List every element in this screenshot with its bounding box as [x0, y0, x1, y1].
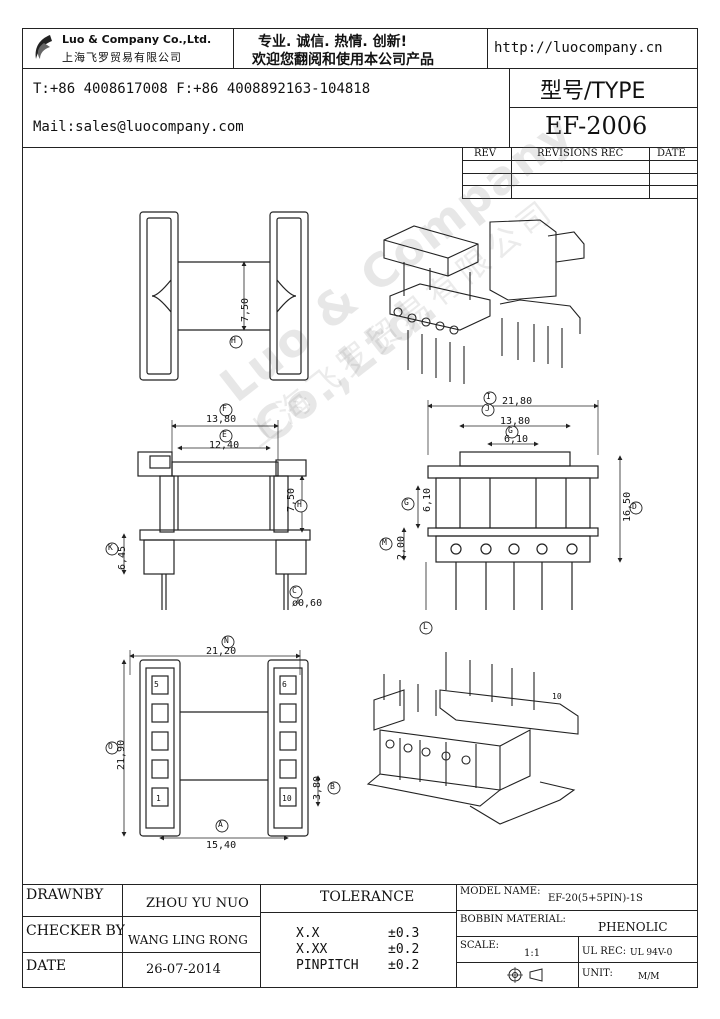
header-divider — [233, 28, 234, 68]
company-logo-icon — [30, 33, 56, 61]
pin-label: 1 — [156, 794, 161, 803]
tolerance-value: ±0.2 — [388, 958, 420, 973]
checker-label: CHECKER BY — [26, 923, 125, 939]
iso-pin-label: 10 — [552, 692, 562, 701]
dim-front-h: 7,50 — [286, 487, 297, 512]
tolerance-value: ±0.2 — [388, 942, 420, 957]
header-bottom-rule — [22, 147, 698, 148]
date-header: DATE — [657, 148, 686, 159]
date-label: DATE — [26, 958, 67, 974]
drawnby-label: DRAWNBY — [26, 887, 104, 903]
dim-front-k: 6,45 — [117, 545, 128, 570]
marker-label: C — [292, 586, 297, 595]
phone-fax-line: T:+86 4008617008 F:+86 4008892163-104818 — [33, 81, 371, 97]
dim-bottom-a: 15,40 — [206, 840, 237, 851]
revisions-rec-header: REVISIONS REC — [537, 148, 624, 159]
dim-side-j: 13,80 — [500, 416, 531, 427]
marker-label: L — [423, 622, 428, 631]
website-link[interactable]: http://luocompany.cn — [494, 40, 663, 56]
marker-label: H — [297, 500, 302, 509]
unit-value: M/M — [638, 972, 660, 982]
dim-side-m: 2,00 — [396, 535, 407, 560]
header-divider — [487, 28, 488, 68]
model-label: MODEL NAME: — [460, 886, 541, 897]
isometric-view-top — [383, 219, 585, 384]
marker-label: O — [108, 742, 113, 751]
dim-side-g2: 6,10 — [422, 487, 433, 512]
dim-side-i: 21,80 — [502, 396, 533, 407]
dim-side-g: 6,10 — [504, 434, 529, 445]
checker-value: WANG LING RONG — [128, 933, 248, 947]
dim-front-f: 13,80 — [206, 414, 237, 425]
marker-label: G — [508, 426, 513, 435]
type-value: EF-2006 — [545, 112, 648, 140]
dim-bottom-n: 21,20 — [206, 646, 237, 657]
marker-label: J — [485, 404, 490, 413]
marker-label: A — [218, 820, 223, 829]
projection-symbol-icon — [506, 966, 550, 984]
marker-h-top — [229, 335, 243, 349]
marker-label: F — [222, 404, 227, 413]
email-line[interactable]: Mail:sales@luocompany.com — [33, 119, 244, 135]
tolerance-value: ±0.3 — [388, 926, 420, 941]
company-name-en: Luo & Company Co.,Ltd. — [62, 33, 212, 46]
pin-label: 6 — [282, 680, 287, 689]
marker-label: M — [382, 538, 387, 547]
pin-label: 5 — [154, 680, 159, 689]
dim-front-c: ø0,60 — [292, 598, 323, 609]
marker-label: I — [486, 392, 491, 401]
marker-label: D — [632, 502, 637, 511]
tolerance-key: PINPITCH — [296, 958, 359, 973]
side-view — [401, 400, 623, 610]
material-value: PHENOLIC — [598, 920, 668, 934]
model-value: EF-20(5+5PIN)-1S — [548, 893, 643, 904]
dim-bottom-b: 3,80 — [312, 775, 323, 800]
technical-drawing — [105, 211, 643, 841]
marker-label: B — [330, 782, 335, 791]
marker-label: K — [108, 543, 113, 552]
slogan-line1: 专业. 诚信. 热情. 创新! — [258, 34, 407, 50]
type-label: 型号/TYPE — [540, 79, 646, 104]
slogan-line2: 欢迎您翻阅和使用本公司产品 — [252, 52, 434, 68]
type-rule — [509, 107, 698, 108]
dim-front-e: 12,40 — [209, 440, 240, 451]
material-label: BOBBIN MATERIAL: — [460, 914, 566, 925]
drawing-frame — [22, 28, 698, 988]
rev-header: REV — [474, 148, 497, 159]
tolerance-key: X.X — [296, 926, 320, 941]
scale-value: 1:1 — [524, 948, 541, 959]
top-view — [139, 211, 309, 381]
marker-label: H — [231, 336, 236, 345]
tolerance-label: TOLERANCE — [320, 889, 415, 905]
header-rule — [22, 68, 698, 69]
dim-top-h: 7,50 — [240, 297, 251, 322]
drawnby-value: ZHOU YU NUO — [146, 896, 249, 911]
isometric-view-bottom — [366, 652, 579, 825]
unit-label: UNIT: — [582, 968, 613, 979]
ul-label: UL REC: — [582, 946, 627, 957]
marker-label: N — [224, 636, 229, 645]
dim-bottom-o: 21,90 — [116, 739, 127, 770]
scale-label: SCALE: — [460, 940, 500, 951]
pin-label: 10 — [282, 794, 292, 803]
date-value: 26-07-2014 — [146, 962, 221, 977]
marker-label: G — [404, 498, 409, 507]
tolerance-key: X.XX — [296, 942, 328, 957]
company-name-cn: 上海飞罗贸易有限公司 — [62, 51, 182, 64]
marker-label: E — [222, 430, 227, 439]
bottom-view — [121, 650, 321, 841]
ul-value: UL 94V-0 — [630, 948, 673, 958]
